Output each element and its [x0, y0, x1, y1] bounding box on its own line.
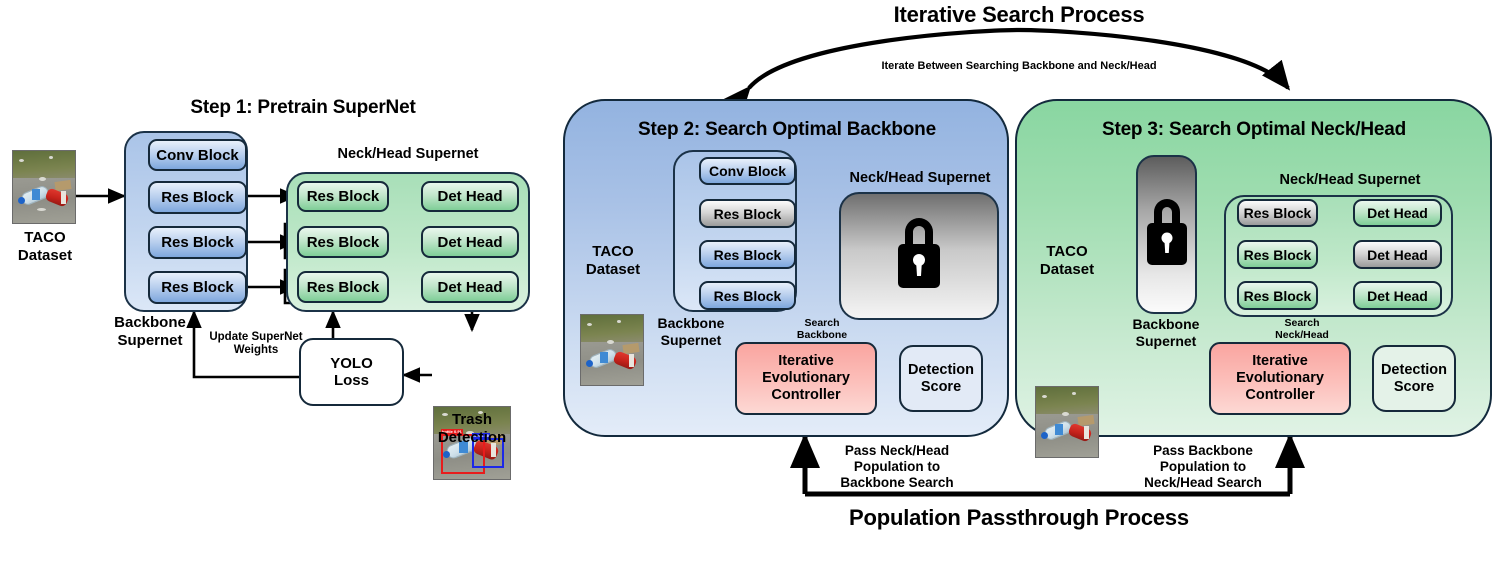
- label-line: Search: [1284, 317, 1320, 329]
- score-line: Detection: [907, 361, 975, 378]
- step1-backbone-caption: Backbone Supernet: [92, 314, 208, 349]
- step2-backbone-node-3: Res Block: [699, 281, 796, 310]
- label-line: Pass Neck/Head: [844, 443, 950, 458]
- score-line: Score: [1393, 378, 1435, 395]
- step1-neck-node-2: Res Block: [297, 271, 389, 303]
- step2-backbone-node-2: Res Block: [699, 240, 796, 269]
- lock-icon: [893, 206, 945, 306]
- controller-line: Evolutionary: [762, 370, 850, 387]
- step3-backbone-caption: Backbone Supernet: [1108, 316, 1224, 349]
- caption-line: Backbone: [657, 315, 725, 331]
- caption-line: Supernet: [1135, 332, 1197, 349]
- caption-line: Dataset: [1039, 260, 1095, 278]
- bottom-process-title: Population Passthrough Process: [849, 505, 1189, 530]
- lock-icon: [1143, 187, 1191, 281]
- step3-controller-box: Iterative Evolutionary Controller: [1209, 342, 1351, 415]
- step1-backbone-node-3: Res Block: [148, 271, 247, 304]
- step2-neckhead-caption: Neck/Head Supernet: [849, 170, 991, 186]
- label-line: Neck/Head Search: [1144, 474, 1262, 490]
- label-line: Backbone Search: [840, 474, 954, 490]
- caption-line: Dataset: [585, 260, 641, 278]
- controller-line: Iterative: [1252, 353, 1308, 370]
- caption-line: Trash: [451, 411, 493, 428]
- step2-backbone-node-0: Conv Block: [699, 157, 796, 185]
- caption-line: Backbone: [114, 314, 186, 331]
- top-process-title: Iterative Search Process: [893, 2, 1145, 27]
- taco-dataset-caption-step2: TACO Dataset: [572, 243, 654, 278]
- step2-backbone-node-1: Res Block: [699, 199, 796, 228]
- detection-box-tag: can 0.88: [472, 433, 490, 439]
- loss-line: YOLO: [330, 354, 373, 372]
- label-line: Weights: [233, 344, 279, 357]
- controller-line: Evolutionary: [1236, 370, 1324, 387]
- controller-line: Iterative: [778, 353, 834, 370]
- taco-dataset-caption-step3: TACO Dataset: [1026, 243, 1108, 278]
- step2-passthrough-label: Pass Neck/Head Population to Backbone Se…: [812, 443, 982, 491]
- taco-dataset-image-step3: [1035, 386, 1099, 458]
- controller-line: Controller: [771, 386, 841, 403]
- taco-dataset-caption-step1: TACO Dataset: [4, 229, 86, 264]
- label-line: Population to: [853, 458, 941, 474]
- label-line: Search: [804, 317, 840, 329]
- iterate-arc-label: Iterate Between Searching Backbone and N…: [881, 60, 1157, 72]
- loss-line: Loss: [333, 372, 369, 389]
- step3-head-node-1: Det Head: [1353, 240, 1442, 269]
- step2-heading: Step 2: Search Optimal Backbone: [638, 119, 936, 140]
- step1-update-weights-label: Update SuperNet Weights: [204, 331, 308, 357]
- label-line: Population to: [1159, 458, 1247, 474]
- controller-line: Controller: [1245, 386, 1315, 403]
- step1-yolo-loss-box: YOLO Loss: [299, 338, 404, 406]
- step1-backbone-node-0: Conv Block: [148, 139, 247, 171]
- step3-head-node-2: Det Head: [1353, 281, 1442, 310]
- step1-head-node-0: Det Head: [421, 181, 519, 212]
- step3-neck-node-1: Res Block: [1237, 240, 1318, 269]
- detection-box-bottle: bottle 0.91: [441, 429, 485, 474]
- trash-detection-image: bottle 0.91 can 0.88: [433, 406, 511, 480]
- step1-head-node-2: Det Head: [421, 271, 519, 303]
- step3-neckhead-caption: Neck/Head Supernet: [1279, 172, 1421, 188]
- label-line: Backbone: [796, 328, 848, 341]
- label-line: Neck/Head: [1275, 328, 1329, 341]
- step1-neckhead-caption: Neck/Head Supernet: [337, 146, 479, 162]
- score-line: Detection: [1380, 361, 1448, 378]
- step3-passthrough-label: Pass Backbone Population to Neck/Head Se…: [1118, 443, 1288, 491]
- label-line: Pass Backbone: [1153, 443, 1253, 458]
- iterate-arc: [722, 27, 1291, 116]
- step1-heading: Step 1: Pretrain SuperNet: [190, 97, 416, 118]
- caption-line: Detection: [437, 428, 507, 446]
- step2-backbone-caption: Backbone Supernet: [633, 315, 749, 348]
- taco-dataset-image-step1: [12, 150, 76, 224]
- step2-search-label: Search Backbone: [786, 317, 858, 342]
- step1-head-node-1: Det Head: [421, 226, 519, 258]
- step3-search-label: Search Neck/Head: [1262, 317, 1342, 342]
- step2-detection-score-box: Detection Score: [899, 345, 983, 412]
- detection-box-can: can 0.88: [472, 433, 504, 468]
- step1-backbone-node-1: Res Block: [148, 181, 247, 214]
- caption-line: TACO: [24, 229, 66, 246]
- step1-neck-node-0: Res Block: [297, 181, 389, 212]
- step2-controller-box: Iterative Evolutionary Controller: [735, 342, 877, 415]
- step3-head-node-0: Det Head: [1353, 199, 1442, 227]
- step3-neck-node-0: Res Block: [1237, 199, 1318, 227]
- caption-line: Supernet: [117, 331, 183, 349]
- taco-dataset-image-step2: [580, 314, 644, 386]
- caption-line: TACO: [592, 243, 634, 260]
- caption-line: Supernet: [660, 331, 722, 348]
- label-line: Update SuperNet: [209, 331, 303, 343]
- caption-line: Dataset: [17, 246, 73, 264]
- step1-backbone-node-2: Res Block: [148, 226, 247, 259]
- score-line: Score: [920, 378, 962, 395]
- caption-line: Backbone: [1132, 316, 1200, 332]
- step3-detection-score-box: Detection Score: [1372, 345, 1456, 412]
- step3-heading: Step 3: Search Optimal Neck/Head: [1101, 119, 1407, 140]
- step3-neck-node-2: Res Block: [1237, 281, 1318, 310]
- step1-neck-node-1: Res Block: [297, 226, 389, 258]
- trash-detection-caption: Trash Detection: [420, 411, 524, 446]
- caption-line: TACO: [1046, 243, 1088, 260]
- detection-box-tag: bottle 0.91: [441, 429, 463, 435]
